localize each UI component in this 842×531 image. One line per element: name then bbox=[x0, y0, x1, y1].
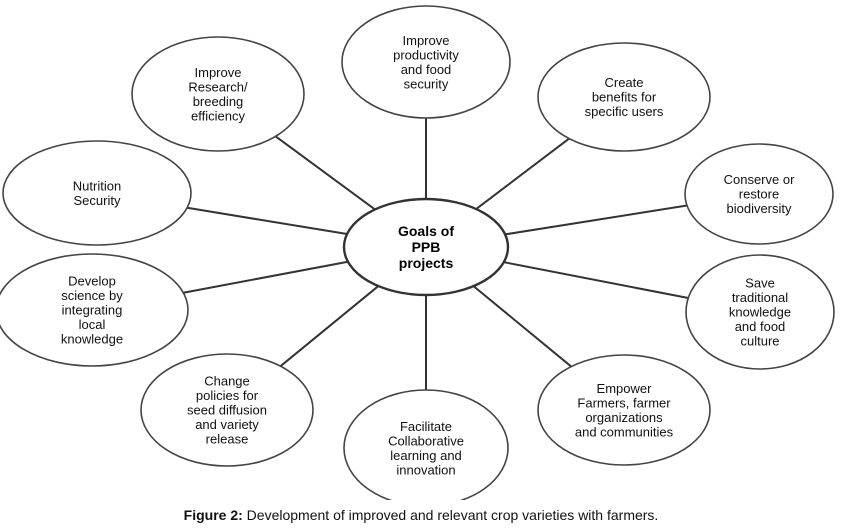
goal-label-line: Farmers, farmer bbox=[577, 395, 671, 410]
goal-label-line: and food bbox=[735, 319, 786, 334]
goal-ellipse bbox=[537, 354, 711, 466]
goal-label-line: Improve bbox=[403, 33, 450, 48]
goal-label-line: productivity bbox=[393, 47, 459, 62]
goal-ellipse bbox=[341, 5, 511, 119]
figure-caption: Figure 2: Development of improved and re… bbox=[0, 506, 842, 524]
goal-label-line: organizations bbox=[585, 410, 663, 425]
goal-label-line: science by bbox=[61, 288, 123, 303]
caption-lead: Figure 2: bbox=[183, 507, 243, 523]
goal-label-line: and food bbox=[401, 62, 452, 77]
goal-label-line: learning and bbox=[390, 448, 462, 463]
goal-ellipse bbox=[537, 42, 711, 152]
goal-label-line: Facilitate bbox=[400, 419, 452, 434]
goal-label-line: benefits for bbox=[592, 90, 657, 105]
goal-label-line: Save bbox=[745, 276, 775, 291]
goal-ellipse bbox=[131, 36, 305, 152]
center-ellipse bbox=[342, 197, 510, 297]
goal-label-line: Change bbox=[204, 374, 250, 389]
spoke-nutrition-security bbox=[186, 206, 348, 236]
spoke-empower-farmers bbox=[472, 285, 572, 368]
goal-label-line: Empower bbox=[597, 381, 653, 396]
goal-ellipse bbox=[2, 140, 192, 246]
goal-label-line: restore bbox=[739, 187, 779, 202]
spoke-improve-research bbox=[274, 135, 376, 211]
goal-label-line: culture bbox=[740, 334, 779, 349]
goal-label-line: local bbox=[79, 317, 106, 332]
goal-label-line: policies for bbox=[196, 388, 259, 403]
center-label-line: PPB bbox=[412, 239, 441, 255]
goal-label-line: Develop bbox=[68, 274, 116, 289]
goal-label-line: biodiversity bbox=[726, 201, 792, 216]
spoke-save-traditional-knowledge bbox=[503, 261, 689, 300]
goal-ellipse bbox=[685, 254, 835, 370]
goal-label-line: integrating bbox=[62, 303, 123, 318]
goal-label-line: traditional bbox=[732, 290, 788, 305]
goal-label-line: Create bbox=[604, 75, 643, 90]
goal-label-line: Collaborative bbox=[388, 433, 464, 448]
center-label-line: projects bbox=[399, 255, 454, 271]
spoke-create-benefits bbox=[475, 137, 570, 210]
goal-ellipse bbox=[140, 353, 314, 467]
goal-label-line: efficiency bbox=[191, 108, 245, 123]
goal-label-line: Research/ bbox=[188, 79, 248, 94]
goal-label-line: knowledge bbox=[729, 305, 791, 320]
goal-label-line: and variety bbox=[195, 417, 259, 432]
goal-label-line: Security bbox=[74, 193, 121, 208]
goal-label-line: breeding bbox=[193, 94, 244, 109]
goal-label-line: and communities bbox=[575, 424, 674, 439]
spoke-change-policies bbox=[279, 285, 379, 367]
goal-label-line: innovation bbox=[396, 462, 455, 477]
goal-ellipse bbox=[0, 253, 189, 367]
goal-label-line: seed diffusion bbox=[187, 403, 267, 418]
goal-label-line: Improve bbox=[195, 65, 242, 80]
spoke-conserve-biodiversity bbox=[504, 204, 688, 236]
goal-ellipse bbox=[684, 143, 834, 245]
spokes bbox=[183, 118, 689, 390]
goal-label-line: knowledge bbox=[61, 332, 123, 347]
goal-label-line: specific users bbox=[585, 104, 664, 119]
center-label-line: Goals of bbox=[398, 223, 454, 239]
goal-label-line: Conserve or bbox=[724, 172, 795, 187]
goal-label-line: release bbox=[206, 432, 249, 447]
goal-ellipse bbox=[343, 389, 509, 500]
spoke-develop-science bbox=[183, 260, 349, 294]
goal-label-line: Nutrition bbox=[73, 178, 121, 193]
caption-text: Development of improved and relevant cro… bbox=[242, 507, 659, 523]
goal-label-line: security bbox=[404, 76, 449, 91]
